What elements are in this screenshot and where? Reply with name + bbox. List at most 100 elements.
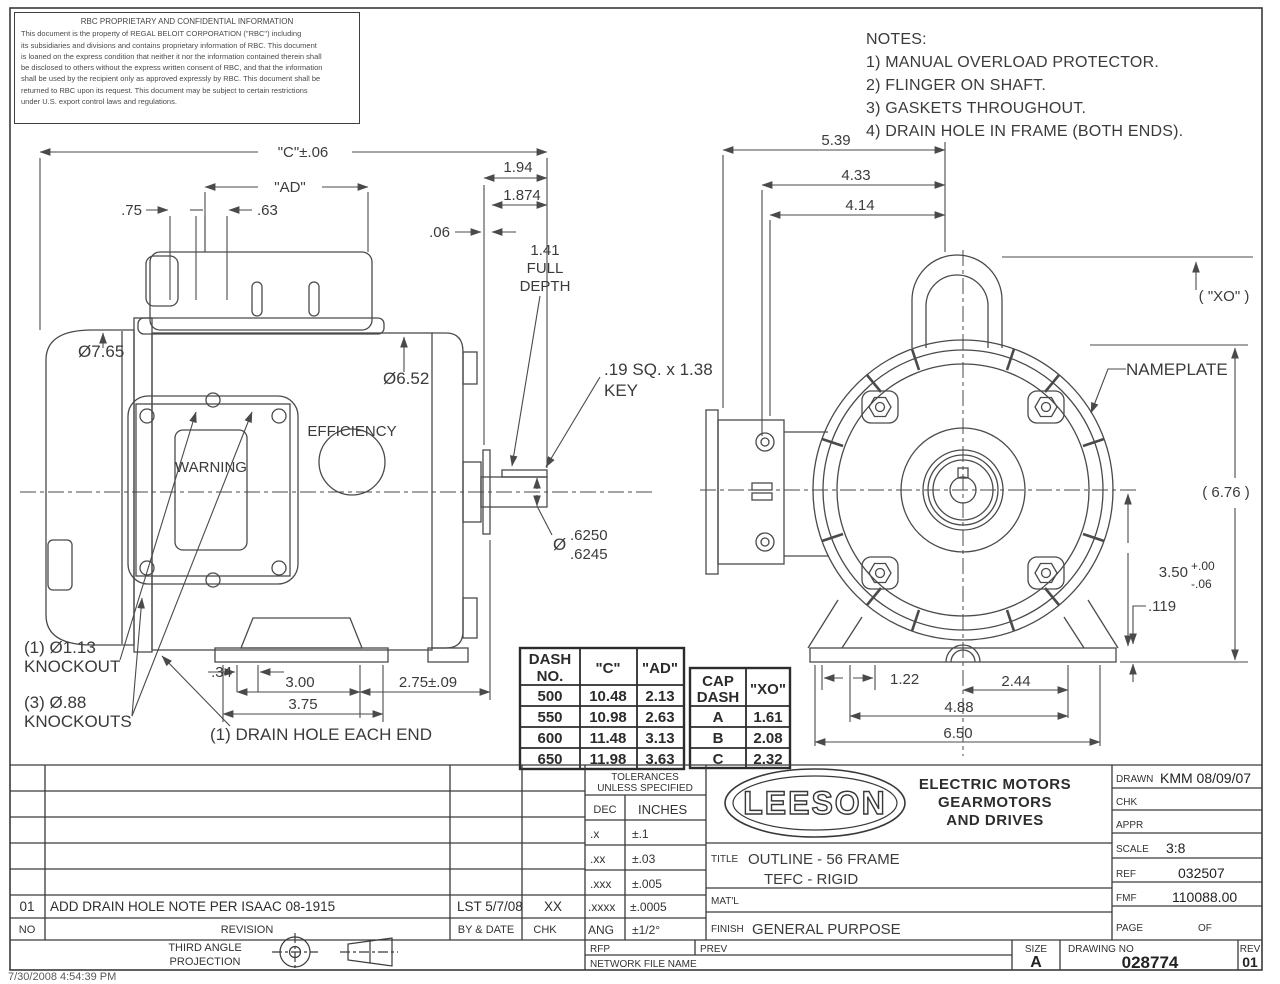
title-block-grid — [10, 764, 1262, 970]
tolerances-title-1: TOLERANCES — [611, 772, 679, 783]
page-of-label: OF — [1198, 923, 1212, 934]
full-depth-1: 1.41 — [530, 242, 559, 259]
scale-value: 3:8 — [1166, 840, 1186, 856]
dim-676: ( 6.76 ) — [1202, 484, 1250, 501]
material-label: MAT'L — [711, 896, 739, 907]
dim-c: "C"±.06 — [278, 144, 329, 161]
proprietary-line: returned to RBC upon its request. This d… — [21, 85, 308, 95]
tol-val: ±.0005 — [630, 900, 667, 914]
dash-header-ad: "AD" — [642, 660, 678, 677]
ref-label: REF — [1116, 869, 1136, 880]
prev-label: PREV — [700, 944, 728, 955]
fmf-value: 110088.00 — [1172, 889, 1237, 905]
shaft-dia-hi: .6250 — [570, 527, 608, 544]
side-view-dimension-labels: "C"±.06 "AD" .75 .63 1.94 1.874 .06 1.41… — [24, 144, 713, 744]
dim-350-plus: +.00 — [1191, 559, 1215, 573]
dim-119: .119 — [1148, 598, 1176, 615]
drain-note: (1) DRAIN HOLE EACH END — [210, 725, 432, 744]
dim-650: 6.50 — [943, 725, 972, 742]
tol-dec: .xxx — [590, 877, 611, 891]
dim-414: 4.14 — [845, 197, 874, 214]
cap-cell: A — [713, 709, 724, 726]
notes-block: NOTES: 1) MANUAL OVERLOAD PROTECTOR. 2) … — [866, 28, 1226, 143]
cap-cell: 2.08 — [753, 730, 782, 747]
drawn-label: DRAWN — [1116, 774, 1153, 785]
title-value-1: OUTLINE - 56 FRAME — [748, 851, 900, 868]
dim-122: 1.22 — [890, 671, 919, 688]
dim-350-minus: -.06 — [1191, 577, 1212, 591]
note-item: 3) GASKETS THROUGHOUT. — [866, 100, 1087, 117]
dash-cell: 2.13 — [645, 688, 674, 705]
brand-line-2: GEARMOTORS — [938, 794, 1052, 811]
print-timestamp: 7/30/2008 4:54:39 PM — [8, 971, 117, 983]
network-file-name-label: NETWORK FILE NAME — [590, 959, 697, 970]
dash-cell: 2.63 — [645, 709, 674, 726]
proprietary-notice: RBC PROPRIETARY AND CONFIDENTIAL INFORMA… — [14, 12, 360, 124]
knockout3-line1: (3) Ø.88 — [24, 693, 86, 712]
cap-header-xo: "XO" — [750, 681, 786, 698]
dash-cell: 10.48 — [589, 688, 627, 705]
drawing-no-label: DRAWING NO — [1068, 944, 1134, 955]
chk-column-header: CHK — [533, 924, 557, 936]
dim-63: .63 — [257, 202, 278, 219]
full-depth-3: DEPTH — [520, 278, 571, 295]
dim-539: 5.39 — [821, 132, 850, 149]
dim-1874: 1.874 — [503, 187, 541, 204]
brand-line-3: AND DRIVES — [946, 812, 1044, 829]
proprietary-line: is loaned on the express condition that … — [21, 51, 322, 61]
shaft-dia-lo: .6245 — [570, 546, 608, 563]
end-view-centerlines — [700, 250, 1140, 756]
proprietary-line: be disclosed to others without the expre… — [21, 63, 323, 73]
tol-val: ±.1 — [632, 827, 649, 841]
revision-chk: XX — [544, 899, 562, 914]
third-angle-projection-icon — [272, 933, 398, 971]
dim-488: 4.88 — [944, 699, 973, 716]
dash-cell: 3.13 — [645, 730, 674, 747]
dim-06: .06 — [429, 224, 450, 241]
knockout3-line2: KNOCKOUTS — [24, 712, 132, 731]
leeson-logo: LEESON — [724, 768, 906, 838]
appr-label: APPR — [1116, 820, 1143, 831]
proprietary-line: shall be used by the recipient only as a… — [21, 74, 321, 84]
size-label: SIZE — [1025, 944, 1048, 955]
scale-label: SCALE — [1116, 844, 1149, 855]
finish-value: GENERAL PURPOSE — [752, 921, 901, 938]
key-note-1: .19 SQ. x 1.38 — [604, 360, 713, 379]
fmf-label: FMF — [1116, 893, 1137, 904]
size-value: A — [1030, 954, 1042, 971]
side-view-drawing — [45, 251, 548, 663]
end-view-dimension-lines — [722, 142, 1253, 746]
dash-cell: 600 — [537, 730, 562, 747]
dash-table: DASH NO. "C" "AD" 500 10.48 2.13 550 10.… — [518, 646, 686, 771]
note-item: 4) DRAIN HOLE IN FRAME (BOTH ENDS). — [866, 123, 1184, 140]
cap-cell: C — [713, 751, 724, 768]
dim-350: 3.50 — [1159, 564, 1188, 581]
dia-765: Ø7.65 — [78, 342, 124, 361]
proprietary-line: This document is the property of REGAL B… — [21, 29, 302, 39]
notes-title: NOTES: — [866, 31, 927, 48]
drawn-value: KMM 08/09/07 — [1160, 770, 1251, 786]
proprietary-line: its subsidiaries and divisions and conta… — [21, 40, 317, 50]
dash-cell: 550 — [537, 709, 562, 726]
end-view-drawing — [705, 254, 1119, 663]
dim-194: 1.94 — [503, 159, 532, 176]
key-note-2: KEY — [604, 381, 638, 400]
revision-number: 01 — [19, 899, 34, 914]
tol-dec: .xx — [590, 852, 605, 866]
tol-dec: .xxxx — [588, 900, 615, 914]
full-depth-2: FULL — [527, 260, 564, 277]
dash-cell: 650 — [537, 751, 562, 768]
title-value-2: TEFC - RIGID — [764, 871, 858, 888]
tolerances-title-2: UNLESS SPECIFIED — [597, 783, 693, 794]
revision-column-header: REVISION — [221, 924, 274, 936]
projection-label-1: THIRD ANGLE — [168, 942, 241, 954]
tol-val: ±.03 — [632, 852, 656, 866]
knockout1-line2: KNOCKOUT — [24, 657, 120, 676]
tolerances-inches-header: INCHES — [638, 802, 687, 817]
dim-433: 4.33 — [841, 167, 870, 184]
proprietary-line: under U.S. export control laws and regul… — [21, 97, 177, 107]
dash-header-2: NO. — [537, 668, 564, 685]
drawing-no-value: 028774 — [1122, 953, 1179, 972]
end-view-dimension-labels: 5.39 4.33 4.14 ( "XO" ) NAMEPLATE ( 6.76… — [821, 132, 1249, 742]
